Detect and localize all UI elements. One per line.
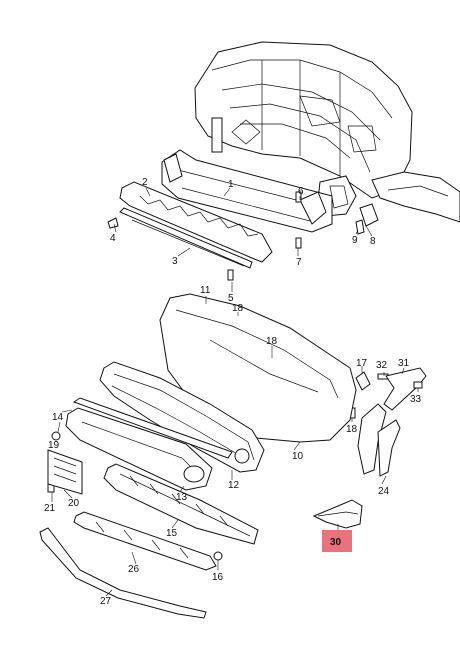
label-16: 16 [212,572,224,583]
label-11: 11 [200,285,211,296]
label-7: 7 [296,257,302,268]
part-3-bracket-strip [119,207,253,269]
label-19: 19 [48,440,60,451]
label-24: 24 [378,486,390,497]
label-1: 1 [228,179,234,190]
part-24-side-trim [357,403,401,477]
label-20: 20 [68,498,80,509]
part-27-deflector [39,527,207,619]
label-4: 4 [110,233,116,244]
part-26-lower-trim [73,511,217,571]
label-27: 27 [100,596,112,607]
label-12: 12 [228,480,240,491]
label-30: 30 [330,537,342,548]
part-12-grille [99,361,265,473]
part-1-bumper-carrier [161,149,333,233]
part-15-spoiler [103,463,259,545]
label-6: 6 [298,186,304,197]
part-20-license-plate-bracket [47,449,83,495]
highlight-box-30 [322,530,352,552]
label-13: 13 [176,492,188,503]
label-8: 8 [370,236,376,247]
label-33: 33 [410,394,422,405]
label-17: 17 [356,358,368,369]
part-19-trim-strip [72,397,233,459]
label-21: 21 [44,503,56,514]
part-13-lower-grille [65,407,213,491]
label-2: 2 [142,177,148,188]
part-labels: 1 2 3 4 5 6 7 8 9 10 11 12 13 14 15 16 1… [44,177,422,607]
leader-lines [51,187,419,597]
label-14: 14 [52,412,64,423]
label-3: 3 [172,256,178,267]
label-32: 32 [376,360,388,371]
label-10: 10 [292,451,304,462]
part-2-energy-absorber [119,181,273,263]
part-30-trim-cover [312,499,363,552]
label-18b: 18 [266,336,278,347]
label-26: 26 [128,564,140,575]
label-31: 31 [398,358,410,369]
label-9: 9 [352,235,358,246]
fasteners [47,191,419,561]
label-18c: 18 [346,424,358,435]
label-18a: 18 [232,303,244,314]
label-5: 5 [228,293,234,304]
label-15: 15 [166,528,178,539]
